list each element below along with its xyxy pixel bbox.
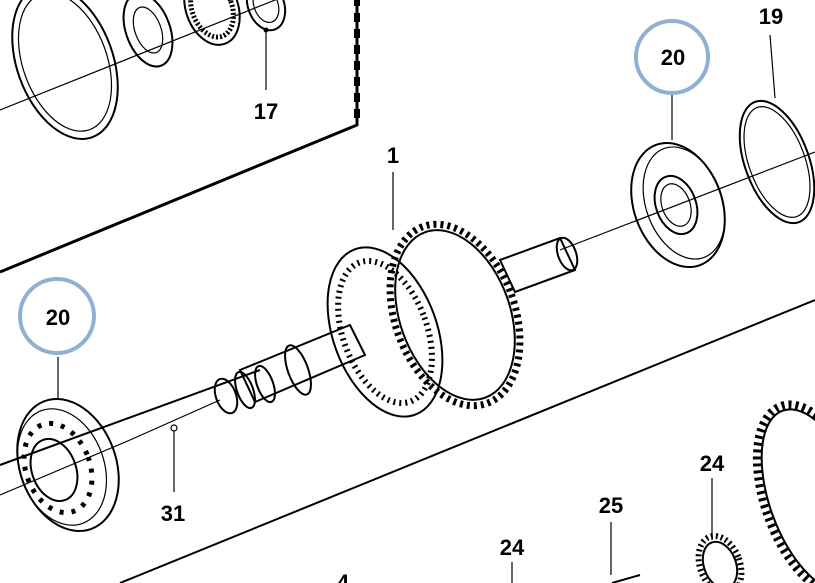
callout-1: 1 [387, 143, 399, 168]
ring-gear-internal-teeth [335, 257, 435, 407]
carrier-gear-teeth [386, 220, 524, 410]
leader-17-dot [263, 27, 269, 33]
highlight-circle-20-left [18, 277, 96, 355]
callout-31: 31 [161, 501, 185, 526]
small-gear-teeth [695, 532, 745, 583]
input-shaft-body [238, 323, 367, 404]
o-ring-19-outer [738, 99, 815, 225]
ring-gear-drum [326, 246, 444, 418]
large-gear-24 [760, 408, 815, 583]
top-left-parts [0, 0, 287, 140]
callout-24-bottom: 24 [500, 535, 525, 560]
shaft-groove-2 [234, 370, 256, 410]
seal-carrier-left-bore [29, 438, 79, 502]
shaft-assembly-1 [129, 220, 579, 441]
leader-31-dot [170, 424, 178, 432]
callout-19: 19 [759, 4, 783, 29]
bottom-right-parts [611, 400, 815, 583]
small-gear-24 [701, 540, 739, 583]
part-25-edge [611, 574, 641, 583]
left-axis-line [0, 439, 131, 496]
planet-carrier-gear [394, 229, 516, 401]
large-gear-teeth [752, 400, 815, 583]
frame-line-lower [119, 299, 815, 583]
right-axis-line [559, 151, 815, 251]
top-axis-line [0, 0, 277, 111]
leader-lines [57, 27, 776, 583]
shaft-end-journal [498, 236, 577, 294]
seal-carrier-left-rim [16, 408, 108, 526]
washer-outer [122, 0, 174, 68]
frame-line-left [0, 369, 261, 466]
shaft-axis-line [129, 399, 221, 441]
leader-19 [769, 34, 776, 99]
thrust-washer-17 [245, 0, 287, 32]
seal-carrier-20-rim [642, 146, 726, 260]
seal-carrier-left-outer [16, 398, 120, 532]
shaft-collar [284, 344, 312, 396]
highlight-circle-20-right [634, 19, 710, 95]
shaft-tip [213, 377, 239, 415]
shaft-end-face [555, 236, 579, 272]
o-ring-19-inner [743, 106, 811, 218]
washer-inner [132, 6, 164, 54]
shaft-groove-1 [254, 364, 276, 404]
seal-carrier-left-ports [21, 420, 95, 516]
left-seal-carrier-20 [0, 398, 131, 532]
large-ring-inner [17, 0, 113, 132]
large-ring-outer [11, 0, 119, 140]
callout-20-left: 20 [46, 305, 70, 330]
needle-bearing [183, 0, 241, 46]
callout-17: 17 [254, 99, 278, 124]
callout-25: 25 [599, 493, 623, 518]
callout-24-right: 24 [700, 451, 725, 476]
frame-corner-top [0, 0, 359, 274]
thrust-washer-17-inner [252, 0, 280, 24]
right-parts [559, 99, 815, 268]
callout-20-right: 20 [661, 45, 685, 70]
callout-4: 4 [337, 570, 350, 583]
needle-bearing-rollers [188, 0, 236, 40]
